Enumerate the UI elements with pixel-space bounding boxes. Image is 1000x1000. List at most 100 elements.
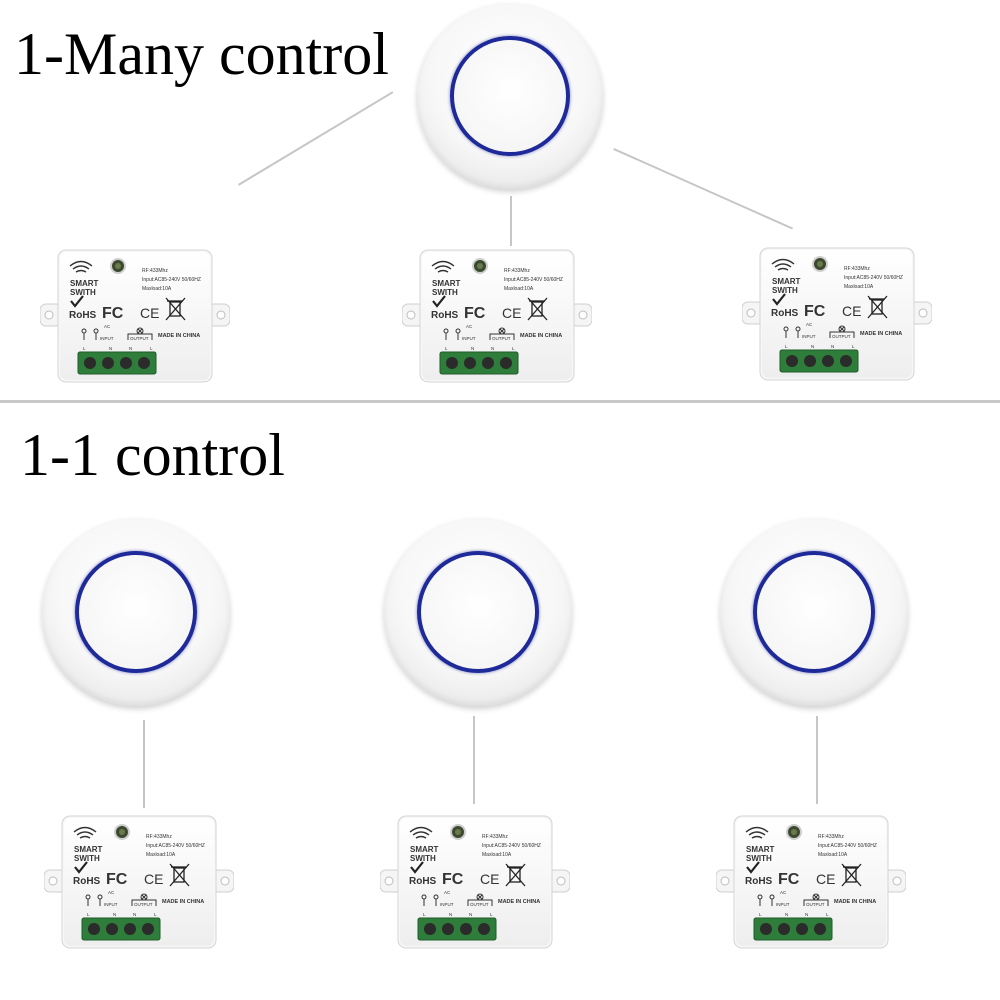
ce-mark: CE <box>842 303 861 319</box>
brand-line-2: SWITH <box>432 288 458 297</box>
input-label: INPUT <box>440 902 454 907</box>
terminal-n-label: N <box>831 344 834 349</box>
brand-line-1: SMART <box>746 845 775 854</box>
terminal-n-label: N <box>449 912 452 917</box>
wire-center <box>510 196 512 246</box>
rf-spec: RF:433Mhz <box>482 834 508 840</box>
ce-mark: CE <box>502 305 521 321</box>
terminal-n-label: N <box>491 346 494 351</box>
fc-mark: FC <box>106 871 128 888</box>
module-graphic: SMART SWITH RF:433Mhz Input:AC85-240V 50… <box>402 249 592 383</box>
wire-pair-1 <box>143 720 145 808</box>
brand-line-2: SWITH <box>410 854 436 863</box>
wifi-icon <box>69 260 93 273</box>
input-label: INPUT <box>100 336 114 341</box>
wireless-remote-switch[interactable] <box>42 518 230 706</box>
rf-spec: RF:433Mhz <box>504 268 530 274</box>
ac-label: AC <box>108 890 115 895</box>
wire-right <box>613 148 794 230</box>
brand-line-1: SMART <box>772 277 801 286</box>
terminal-n-label: N <box>129 346 132 351</box>
weee-bin-icon <box>867 295 888 319</box>
section-title-one-to-many: 1-Many control <box>14 21 389 87</box>
wifi-icon <box>771 258 795 271</box>
fc-mark: FC <box>464 305 486 322</box>
terminal-l-label: L <box>83 346 86 351</box>
weee-bin-icon <box>527 297 548 321</box>
module-graphic: SMART SWITH RF:433Mhz Input:AC85-240V 50… <box>380 815 570 949</box>
output-label: OUTPUT <box>130 336 149 341</box>
input-label: INPUT <box>104 902 118 907</box>
wireless-remote-switch[interactable] <box>720 518 908 706</box>
rohs-mark: RoHS <box>431 310 459 321</box>
ce-mark: CE <box>480 871 499 887</box>
fc-mark: FC <box>102 305 124 322</box>
rohs-mark: RoHS <box>771 308 799 319</box>
maxload-spec: Maxload:10A <box>146 852 176 858</box>
wire-left <box>238 91 394 186</box>
lamp-icon <box>140 893 148 901</box>
wireless-remote-switch[interactable] <box>417 3 603 189</box>
input-spec: Input:AC85-240V 50/60HZ <box>142 277 201 283</box>
output-label: OUTPUT <box>832 334 851 339</box>
rf-spec: RF:433Mhz <box>818 834 844 840</box>
weee-bin-icon <box>841 863 862 887</box>
terminal-l-label: L <box>759 912 762 917</box>
terminal-l-label: L <box>87 912 90 917</box>
fc-mark: FC <box>804 303 826 320</box>
terminal-l-label: L <box>490 912 493 917</box>
made-in-label: MADE IN CHINA <box>158 333 200 339</box>
output-label: OUTPUT <box>492 336 511 341</box>
terminal-l-label: L <box>445 346 448 351</box>
receiver-module-6: SMART SWITH RF:433Mhz Input:AC85-240V 50… <box>716 812 906 952</box>
made-in-label: MADE IN CHINA <box>860 331 902 337</box>
fc-mark: FC <box>778 871 800 888</box>
terminal-n-label: N <box>469 912 472 917</box>
brand-line-1: SMART <box>410 845 439 854</box>
rf-spec: RF:433Mhz <box>146 834 172 840</box>
module-graphic: SMART SWITH RF:433Mhz Input:AC85-240V 50… <box>44 815 234 949</box>
module-graphic: SMART SWITH RF:433Mhz Input:AC85-240V 50… <box>716 815 906 949</box>
rohs-mark: RoHS <box>409 876 437 887</box>
brand-line-2: SWITH <box>746 854 772 863</box>
section-title-one-to-one: 1-1 control <box>20 422 285 488</box>
brand-line-1: SMART <box>70 279 99 288</box>
weee-bin-icon <box>169 863 190 887</box>
rohs-mark: RoHS <box>69 310 97 321</box>
terminal-n-label: N <box>113 912 116 917</box>
wire-pair-3 <box>816 716 818 804</box>
ce-mark: CE <box>144 871 163 887</box>
brand-line-2: SWITH <box>74 854 100 863</box>
ac-label: AC <box>444 890 451 895</box>
input-label: INPUT <box>776 902 790 907</box>
check-icon <box>432 295 446 308</box>
receiver-module-5: SMART SWITH RF:433Mhz Input:AC85-240V 50… <box>380 812 570 952</box>
terminal-n-label: N <box>805 912 808 917</box>
weee-bin-icon <box>505 863 526 887</box>
terminal-l-label: L <box>785 344 788 349</box>
remote-button-ring <box>417 551 539 673</box>
input-spec: Input:AC85-240V 50/60HZ <box>844 275 903 281</box>
brand-line-1: SMART <box>432 279 461 288</box>
terminal-n-label: N <box>811 344 814 349</box>
rohs-mark: RoHS <box>73 876 101 887</box>
wire-pair-2 <box>473 716 475 804</box>
wireless-remote-switch[interactable] <box>384 518 572 706</box>
ac-label: AC <box>466 324 473 329</box>
rohs-mark: RoHS <box>745 876 773 887</box>
ac-label: AC <box>104 324 111 329</box>
made-in-label: MADE IN CHINA <box>834 899 876 905</box>
terminal-l-label: L <box>150 346 153 351</box>
terminal-l-label: L <box>423 912 426 917</box>
remote-button-ring <box>450 36 570 156</box>
input-spec: Input:AC85-240V 50/60HZ <box>818 843 877 849</box>
input-spec: Input:AC85-240V 50/60HZ <box>504 277 563 283</box>
remote-button-ring <box>75 551 197 673</box>
made-in-label: MADE IN CHINA <box>520 333 562 339</box>
terminal-l-label: L <box>826 912 829 917</box>
wifi-icon <box>409 826 433 839</box>
terminal-l-label: L <box>852 344 855 349</box>
input-label: INPUT <box>802 334 816 339</box>
input-spec: Input:AC85-240V 50/60HZ <box>146 843 205 849</box>
receiver-module-4: SMART SWITH RF:433Mhz Input:AC85-240V 50… <box>44 812 234 952</box>
